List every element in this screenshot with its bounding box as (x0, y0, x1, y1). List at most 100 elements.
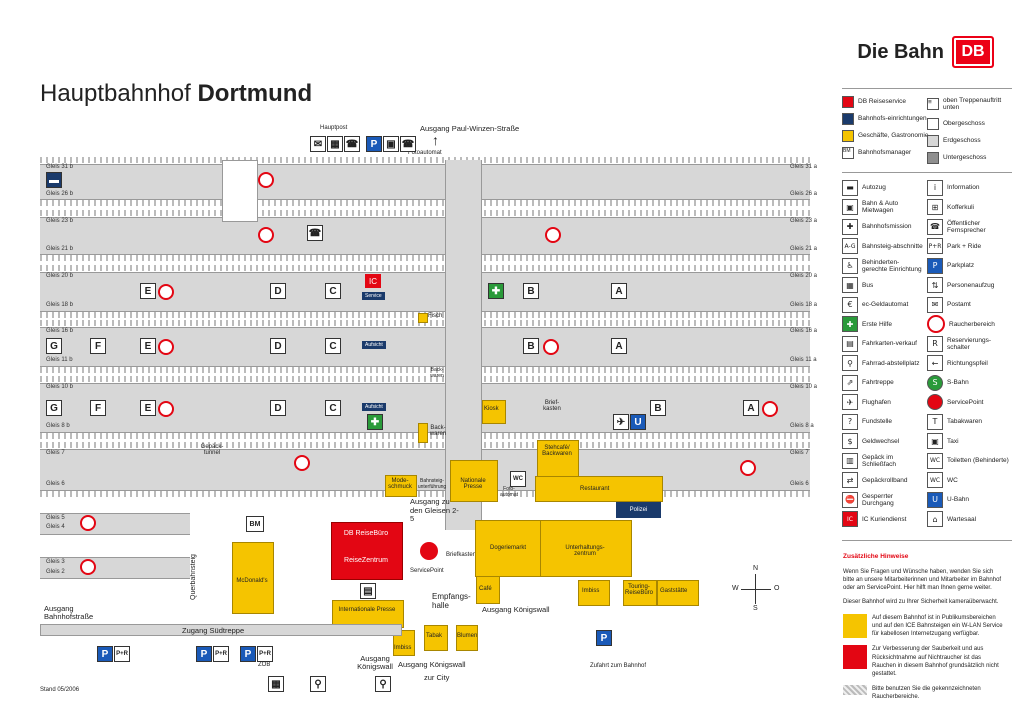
shop-stehcafe (537, 440, 579, 478)
smoking-icon (158, 339, 174, 355)
gleis-26a: Gleis 26 a (790, 191, 818, 197)
legend-mid-rule (842, 172, 1012, 173)
legend-row: Untergeschoss (927, 149, 1012, 166)
legend-row: ✉Postamt (927, 295, 1012, 315)
smoking-icon (294, 455, 310, 471)
park-ride-icon: P+R (257, 646, 273, 662)
section-a: A (611, 338, 627, 354)
legend-row: ▥Gepäck im Schließfach (842, 451, 924, 471)
aufsicht-label: Aufsicht (362, 341, 386, 349)
escalator-icon: ⇗ (842, 374, 858, 391)
blumen-label: Blumen (457, 633, 478, 639)
gleis-11b: Gleis 11 b (46, 357, 73, 363)
gleis-11a: Gleis 11 a (790, 357, 817, 363)
wc-icon: WC (510, 471, 526, 487)
park-ride-icon: P+R (114, 646, 130, 662)
elevator-icon: ⇅ (927, 277, 943, 294)
nationale-presse-label: Nationale Presse (460, 478, 486, 490)
servicepoint-label: ServicePoint (410, 568, 444, 574)
ticket-icon: ▤ (842, 335, 858, 352)
reservation-icon: R (927, 335, 943, 352)
legend-top-rule (842, 88, 1012, 89)
platform-23-21 (40, 217, 810, 255)
swatch (927, 117, 939, 130)
legend-label: Geldwechsel (862, 437, 900, 445)
gleis-8b: Gleis 8 b (46, 423, 70, 429)
gleis-16a: Gleis 16 a (790, 328, 818, 334)
legend-label: Kofferkuli (947, 203, 974, 211)
gleis-31b: Gleis 31 b (46, 164, 74, 170)
compass-o: O (774, 585, 780, 592)
legend-row: ▦ Bus (842, 276, 924, 296)
first-aid-icon: ✚ (488, 283, 504, 299)
rental-car-icon: ▣ (842, 199, 858, 216)
gleis-20a: Gleis 20 a (790, 273, 818, 279)
aufsicht-label: Aufsicht (362, 403, 386, 411)
legend-label: Bus (862, 281, 874, 289)
legend-label: Postamt (947, 301, 971, 309)
platform-7-6 (40, 449, 810, 491)
gleis-18a: Gleis 18 a (790, 302, 818, 308)
section-b: B (650, 400, 666, 416)
stehcafe-label: Stehcafé/ Backwaren (542, 445, 572, 457)
legend-row: ✚Bahnhofsmission (842, 217, 924, 237)
taxi-icon: ▣ (927, 433, 943, 450)
rail (40, 320, 810, 326)
compass-s: S (753, 605, 758, 612)
legend-label: Fahrtreppe (862, 379, 894, 387)
section-e: E (140, 283, 156, 299)
smoking-icon (740, 460, 756, 476)
gleis-6-left: Gleis 6 (46, 481, 65, 487)
legend-label: Personenaufzug (947, 281, 995, 289)
swatch (927, 151, 939, 164)
car-train-icon: ▬ (46, 172, 62, 188)
smoking-icon (158, 284, 174, 300)
parking-icon: P (927, 257, 943, 274)
legend-row: ▤Fahrkarten-verkauf (842, 334, 924, 354)
park-ride-icon: P+R (213, 646, 229, 662)
legend-row: ♿Behinderten-gerechte Einrichtung (842, 256, 924, 276)
bus-icon: ▦ (842, 277, 858, 294)
compass-n: N (753, 565, 759, 572)
rail (40, 367, 810, 373)
gleis-6-right: Gleis 6 (790, 481, 809, 487)
ic-courier-icon: IC (842, 511, 858, 528)
gaststaette-label: Gaststätte (660, 588, 688, 594)
legend-label: Richtungspfeil (947, 359, 988, 367)
bike-icon: ⚲ (842, 355, 858, 372)
smoking-icon (80, 559, 96, 575)
phone-icon: ☎ (307, 225, 323, 241)
title-prefix: Hauptbahnhof (40, 80, 191, 107)
polizei-block: Polizei (616, 502, 661, 518)
stair-icon: ≡ (927, 98, 939, 110)
gleis-7-left: Gleis 7 (46, 450, 65, 456)
gleis-10a: Gleis 10 a (790, 384, 818, 390)
smoking-icon (543, 339, 559, 355)
dogeriemarkt-label: Dogeriemarkt (490, 545, 527, 551)
phone-icon: ☎ (400, 136, 416, 152)
legend-row: ⇗ Fahrtreppe (842, 373, 924, 393)
legend-row: ServicePoint (927, 393, 1012, 413)
gleis-23a: Gleis 23 a (790, 218, 818, 224)
legend-row: ?Fundstelle (842, 412, 924, 432)
restaurant-label: Restaurant (580, 486, 610, 492)
legend-label: Raucherbereich (949, 320, 995, 328)
legend-label: ec-Geldautomat (862, 301, 909, 309)
legend-label: Fahrrad-abstellplatz (862, 359, 920, 367)
accessible-icon: ♿ (842, 257, 858, 274)
smoking-icon (158, 401, 174, 417)
backwaren-label: Back-waren (429, 425, 447, 437)
no-smoking-icon (843, 645, 867, 670)
legend-label: Gepäckrollband (862, 476, 908, 484)
unterfuehrung-label: Bahnsteig-unterführung (417, 478, 447, 490)
swatch (842, 129, 854, 142)
legend-label: IC Kuriendienst (862, 515, 907, 523)
legend-icons-left: ▬Autozug ▣Bahn & Auto Mietwagen ✚Bahnhof… (842, 178, 924, 529)
reisezentrum-label: ReiseZentrum (344, 557, 388, 564)
kiosk-label: Kiosk (484, 406, 499, 412)
fotoautomat-label: Fotoautomat (408, 150, 442, 156)
hints: Zusätzliche Hinweise Wenn Sie Fragen und… (843, 553, 1003, 701)
airport-icon: ✈ (842, 394, 858, 411)
